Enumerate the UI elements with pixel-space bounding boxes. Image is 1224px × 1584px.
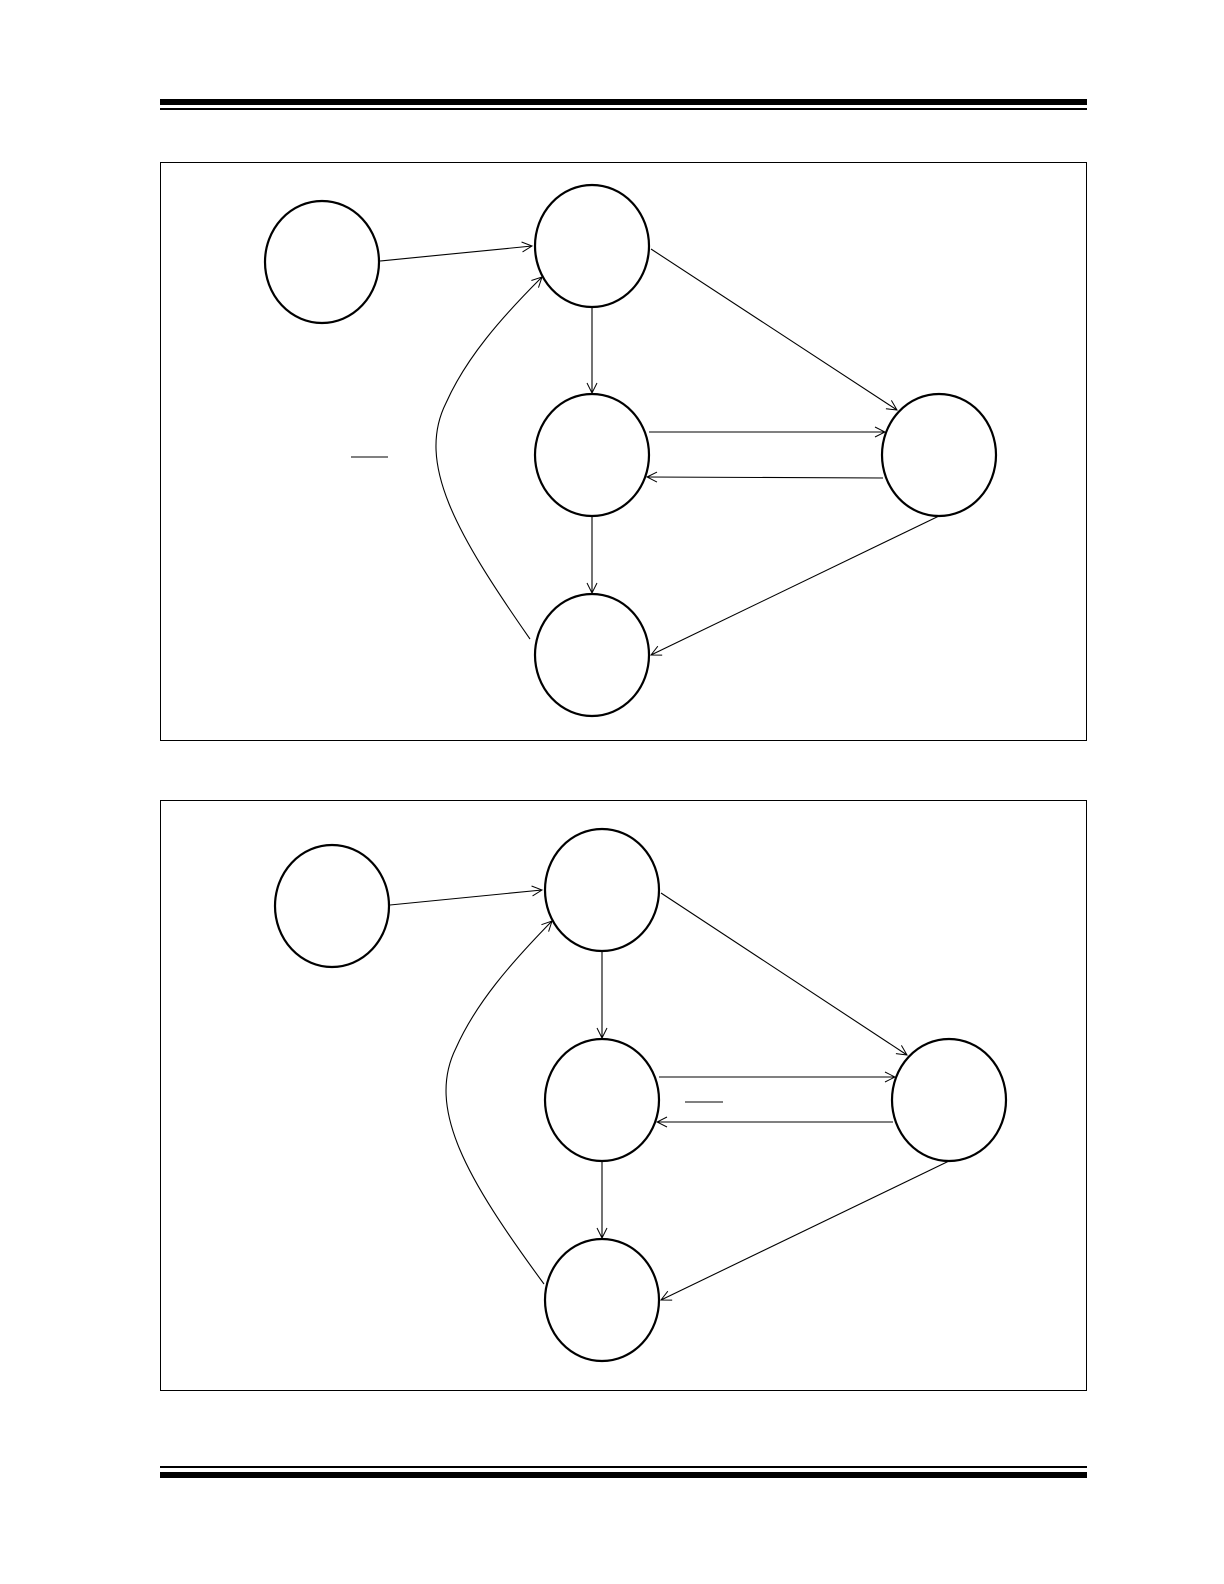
header-rule-thin <box>160 108 1087 110</box>
state-e <box>543 1237 661 1363</box>
state-b <box>543 827 661 953</box>
transition-d-to-c <box>647 477 884 478</box>
state-diagram-2 <box>160 800 1087 1391</box>
state-diagram-2-canvas <box>273 827 1008 1363</box>
transition-e-to-b <box>435 277 542 640</box>
transition-a-to-b <box>389 890 542 906</box>
transition-a-to-b <box>379 246 532 262</box>
header-rule-thick <box>160 99 1087 105</box>
state-diagram-1-canvas <box>263 183 998 718</box>
state-d <box>890 1037 1008 1163</box>
state-e <box>533 592 651 718</box>
transition-b-to-d <box>660 892 907 1055</box>
state-c <box>543 1037 661 1163</box>
transition-d-to-e <box>661 1160 950 1300</box>
state-a <box>273 843 391 969</box>
state-a <box>263 199 381 325</box>
transition-d-to-e <box>651 515 940 655</box>
state-diagram-1 <box>160 162 1087 741</box>
state-b <box>533 183 651 309</box>
transition-e-to-b <box>445 921 552 1285</box>
transition-b-to-d <box>650 248 897 410</box>
footer-rule-thick <box>160 1472 1087 1478</box>
state-d <box>880 392 998 518</box>
footer-rule-thin <box>160 1466 1087 1468</box>
state-c <box>533 392 651 518</box>
